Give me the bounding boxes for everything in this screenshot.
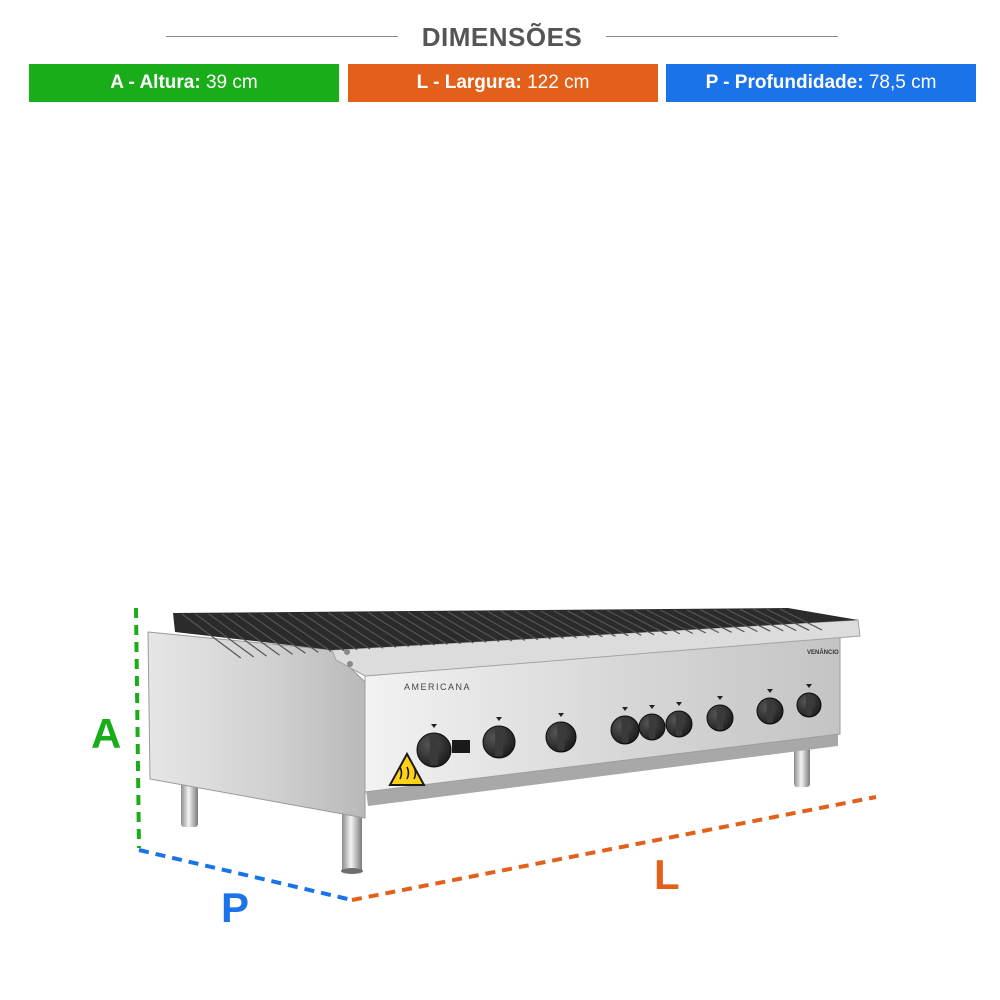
drip-tray (366, 734, 838, 806)
panel-screw (347, 661, 353, 667)
grate-bar (234, 613, 293, 655)
grate-bar (567, 610, 616, 637)
grate-bar (274, 612, 332, 652)
grate-bar (739, 608, 784, 632)
height-dimension-badge: A - Altura: 39 cm (29, 64, 339, 102)
grate-bar (620, 609, 668, 635)
width-key: L - Largura: (416, 72, 522, 93)
width-dimension-line (351, 795, 877, 902)
grate-bar (261, 612, 319, 653)
brand-label: AMERICANA (404, 682, 471, 692)
header-divider-left (166, 36, 398, 37)
depth-dimension-badge: P - Profundidade: 78,5 cm (666, 64, 976, 102)
grate-bar (487, 610, 539, 641)
height-value: 39 cm (205, 72, 258, 93)
grate-bar (221, 613, 280, 656)
grate-bar (314, 612, 371, 650)
grate-bar (181, 613, 242, 659)
dimension-lines (134, 607, 877, 902)
panel-screw (344, 649, 350, 655)
grate-bar (380, 611, 435, 646)
front-left-foot (341, 868, 363, 874)
width-value: 122 cm (527, 72, 590, 93)
grate-bar (713, 609, 758, 633)
grate-bar (407, 611, 461, 645)
burner-knobs (416, 684, 822, 768)
grate-bar (194, 613, 255, 658)
grate-bar (500, 610, 552, 640)
burner-knob (665, 702, 693, 738)
grate-bar (606, 609, 655, 636)
grate-bar (248, 612, 306, 654)
grate-bar (513, 610, 564, 640)
grate-bar (553, 610, 603, 638)
grate-bar (420, 611, 474, 644)
grate-bar (540, 610, 590, 638)
width-letter: L (654, 851, 680, 898)
side-panel (147, 631, 366, 819)
grate-bar (460, 611, 513, 642)
grate-bar (753, 608, 797, 632)
burner-knob (482, 717, 516, 759)
grate-bar (779, 608, 823, 631)
grate-bar (367, 611, 422, 647)
grate-bar (394, 611, 448, 645)
grate-bar (341, 612, 397, 648)
grate-bar (660, 609, 707, 634)
grate-bar (686, 609, 732, 633)
burner-knob (638, 705, 666, 741)
front-left-leg (342, 812, 362, 872)
grate-bar (673, 609, 719, 634)
dimensions-header: DIMENSÕES (0, 20, 1000, 54)
grate-bar (766, 608, 810, 631)
grate-bar (527, 610, 577, 639)
grate-bar (580, 610, 629, 637)
height-key: A - Altura: (110, 72, 201, 93)
hot-surface-warning-icon (388, 751, 426, 786)
burner-knob (756, 689, 784, 725)
grate-bar (700, 609, 745, 633)
grate-bars (181, 608, 823, 659)
grate-bar (646, 609, 694, 635)
height-letter: A (91, 710, 121, 757)
grate-bar (474, 611, 526, 641)
grate-bar (726, 608, 771, 632)
grate-bar (593, 610, 642, 636)
charbroiler-grill: AMERICANA VENÂNCIO (147, 608, 861, 874)
header-divider-right (606, 36, 838, 37)
grate-bar (633, 609, 681, 635)
depth-key: P - Profundidade: (705, 72, 864, 93)
grate-bar (354, 612, 410, 648)
burner-knob (545, 713, 577, 753)
page-title: DIMENSÕES (421, 22, 583, 52)
burner-knob (416, 724, 452, 768)
burner-knob (706, 696, 734, 732)
height-dimension-line (134, 607, 141, 849)
grate-bar (327, 612, 384, 649)
ignition-button (452, 740, 470, 753)
depth-letter: P (221, 884, 249, 931)
grate-bar (301, 612, 358, 651)
grate-bar (208, 613, 267, 657)
depth-dimension-line (138, 848, 353, 902)
grate-bar (287, 612, 345, 652)
depth-value: 78,5 cm (868, 72, 937, 93)
cooking-grates (173, 608, 858, 650)
grate-bar (434, 611, 487, 643)
burner-knob (796, 684, 822, 718)
width-dimension-badge: L - Largura: 122 cm (348, 64, 658, 102)
maker-label: VENÂNCIO (807, 649, 839, 656)
grate-bar (447, 611, 500, 643)
